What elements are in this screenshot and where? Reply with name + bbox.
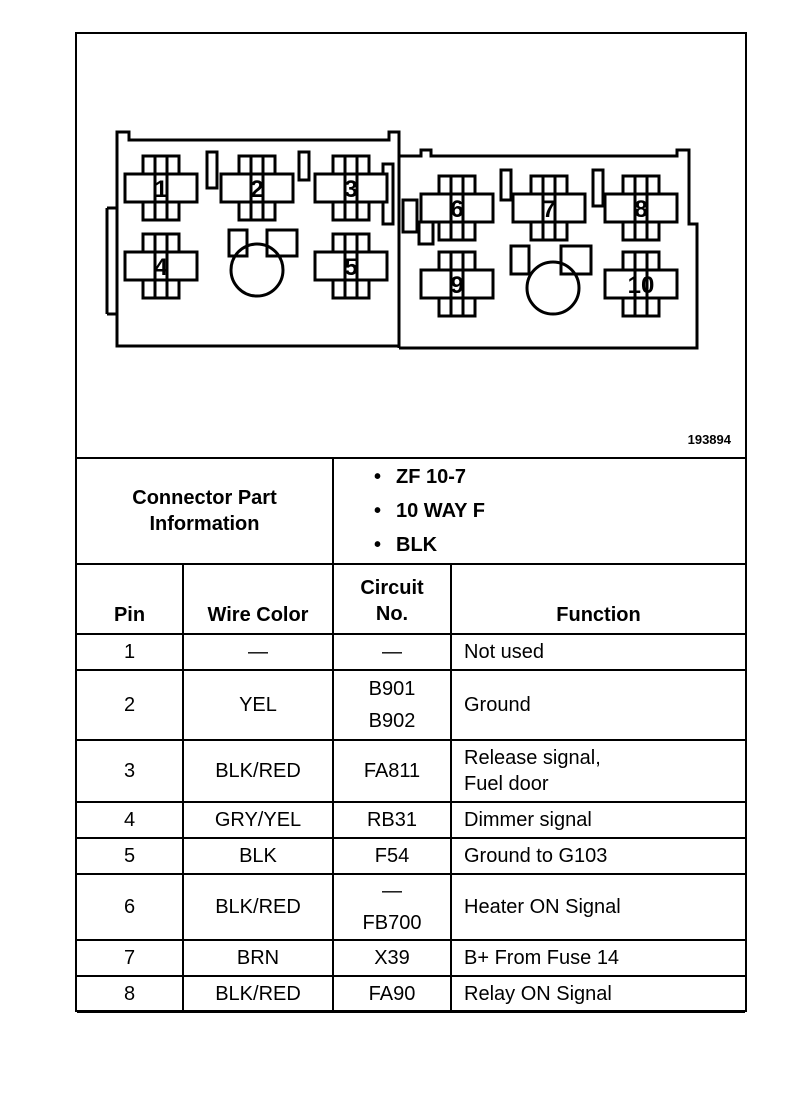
connector-info-item: •BLK xyxy=(374,534,438,556)
connector-info-list: •ZF 10-7 •10 WAY F •BLK xyxy=(332,459,745,565)
pin-cell: 5 xyxy=(77,837,184,875)
wire-color-cell: BLK/RED xyxy=(182,873,334,941)
circuit-cell: F54 xyxy=(332,837,452,875)
pin-cell: 2 xyxy=(77,669,184,741)
pin-cell: 4 xyxy=(77,801,184,839)
wire-color-cell: GRY/YEL xyxy=(182,801,334,839)
wire-color-cell: BRN xyxy=(182,939,334,977)
pin-terminal xyxy=(511,174,587,242)
wire-color-cell: BLK/RED xyxy=(182,975,334,1013)
pin-number-label: 6 xyxy=(450,196,463,223)
pin-number-label: 4 xyxy=(154,254,168,281)
header-function: Function xyxy=(450,563,745,635)
pin-number-label: 3 xyxy=(344,176,357,203)
pin-terminal xyxy=(603,174,679,242)
pin-number-label: 7 xyxy=(542,196,555,223)
pin-number-label: 1 xyxy=(154,176,167,203)
pin-number-label: 5 xyxy=(344,254,357,281)
pin-terminal xyxy=(313,232,389,300)
table-header-row: Pin Wire Color Circuit No. Function xyxy=(77,563,745,635)
circuit-cell: FA90 xyxy=(332,975,452,1013)
circuit-cell: — xyxy=(332,634,452,671)
function-cell: Dimmer signal xyxy=(450,801,745,839)
pin-cell: 3 xyxy=(77,739,184,803)
header-wire-color: Wire Color xyxy=(182,563,334,635)
wire-color-cell: BLK/RED xyxy=(182,739,334,803)
circuit-cell: X39 xyxy=(332,939,452,977)
wire-color-cell: — xyxy=(182,634,334,671)
pin-terminals xyxy=(123,154,679,318)
figure-id: 193894 xyxy=(687,432,731,447)
wire-color-cell: BLK xyxy=(182,837,334,875)
connector-info-item: •ZF 10-7 xyxy=(374,466,467,488)
pin-terminal xyxy=(603,250,679,318)
connector-face-drawing: 1 2 3 4 5 6 7 8 9 10 xyxy=(105,130,699,350)
pin-cell: 7 xyxy=(77,939,184,977)
pinout-table: Connector Part Information •ZF 10-7 •10 … xyxy=(77,459,745,1013)
circuit-cell: —FB700 xyxy=(332,873,452,941)
function-cell: Release signal,Fuel door xyxy=(450,739,745,803)
wire-color-cell: YEL xyxy=(182,669,334,741)
function-cell: B+ From Fuse 14 xyxy=(450,939,745,977)
connector-info-row: Connector Part Information •ZF 10-7 •10 … xyxy=(77,459,745,565)
function-cell: Ground to G103 xyxy=(450,837,745,875)
pin-cell: 6 xyxy=(77,873,184,941)
header-pin: Pin xyxy=(77,563,184,635)
pin-cell: 8 xyxy=(77,975,184,1013)
circuit-cell: FA811 xyxy=(332,739,452,803)
function-cell: Heater ON Signal xyxy=(450,873,745,941)
pin-terminal xyxy=(419,174,495,242)
pin-number-label: 8 xyxy=(634,196,647,223)
function-cell: Ground xyxy=(450,669,745,741)
pin-number-label: 10 xyxy=(628,272,655,299)
pin-number-label: 9 xyxy=(450,272,463,299)
function-cell: Relay ON Signal xyxy=(450,975,745,1013)
pin-terminal xyxy=(419,250,495,318)
connector-info-item: •10 WAY F xyxy=(374,500,485,522)
table-row: 1——Not used xyxy=(77,634,745,671)
pin-cell: 1 xyxy=(77,634,184,671)
pin-terminal xyxy=(123,154,199,222)
pin-number-label: 2 xyxy=(250,176,263,203)
connector-info-label: Connector Part Information xyxy=(77,459,334,565)
circuit-cell: RB31 xyxy=(332,801,452,839)
function-cell: Not used xyxy=(450,634,745,671)
pin-terminal xyxy=(123,232,199,300)
connector-diagram: 1 2 3 4 5 6 7 8 9 10 193894 xyxy=(77,34,745,459)
header-circuit: Circuit No. xyxy=(332,563,452,635)
pin-terminal xyxy=(313,154,389,222)
pin-terminal xyxy=(219,154,295,222)
